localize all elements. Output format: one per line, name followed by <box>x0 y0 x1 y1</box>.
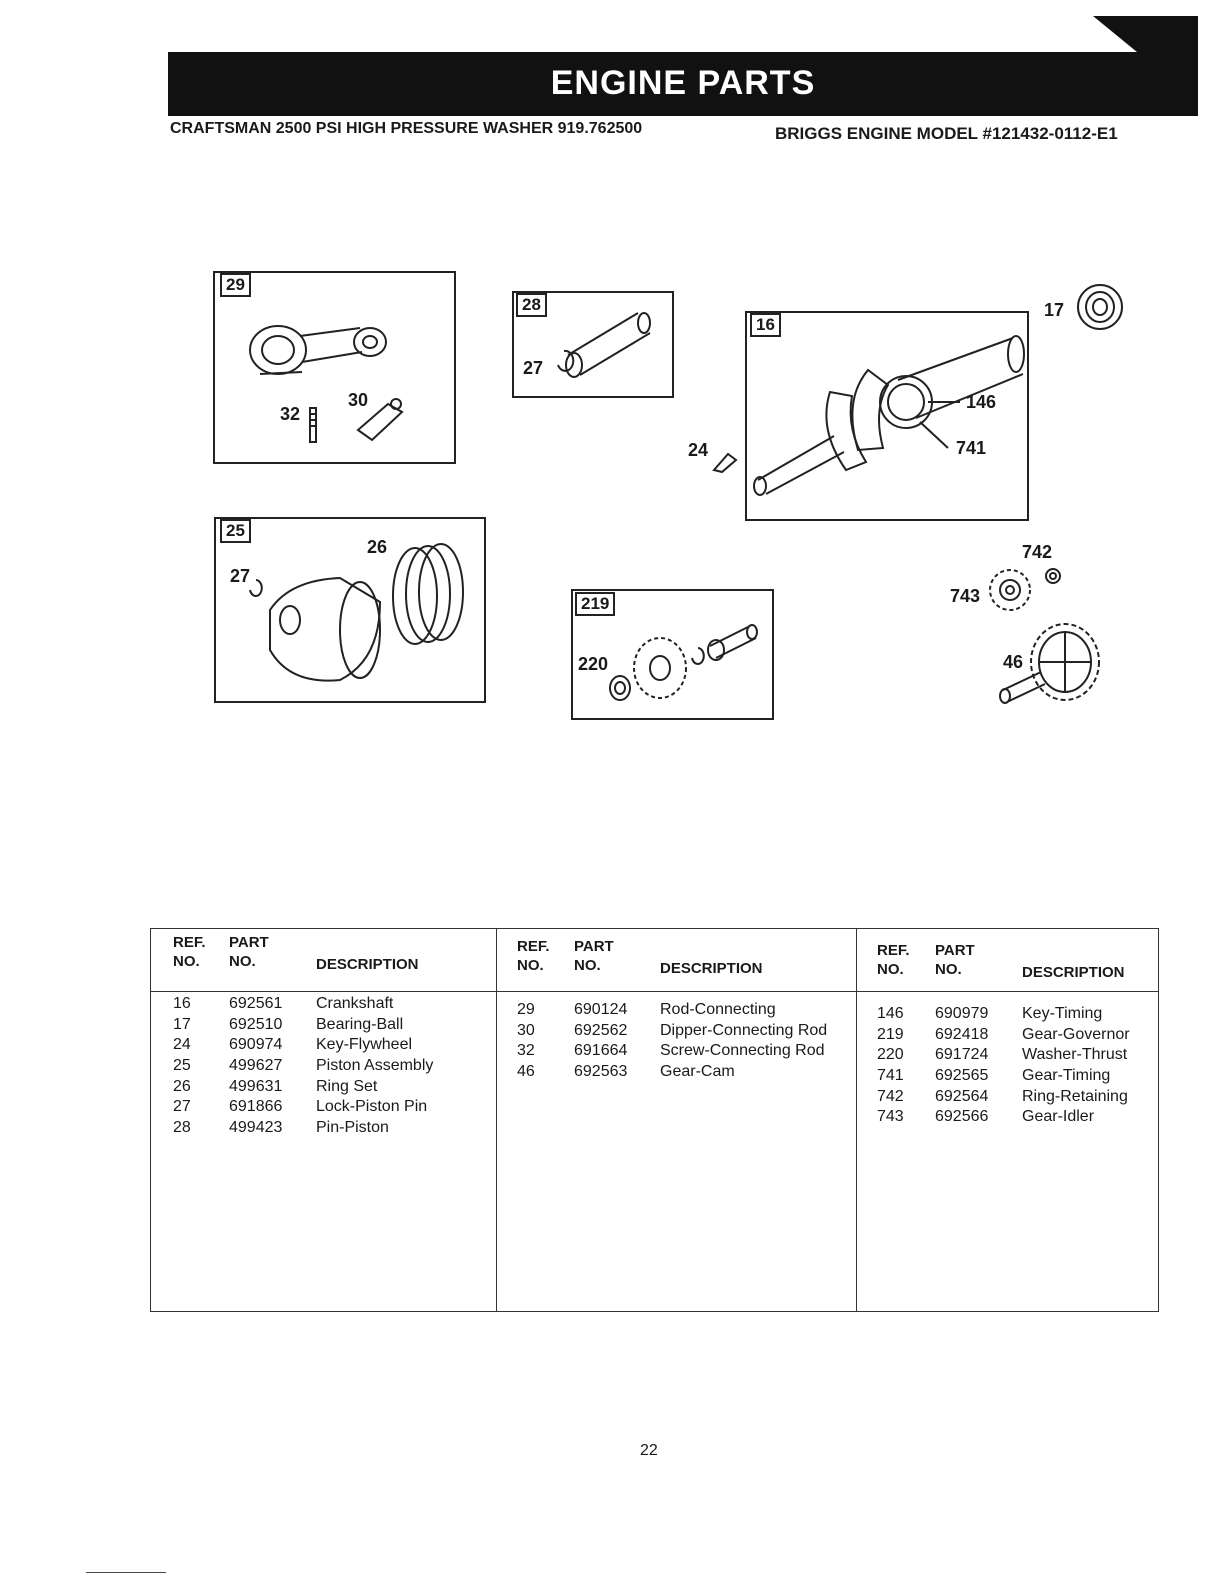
callout-741: 741 <box>956 438 987 458</box>
callout-46: 46 <box>1003 652 1024 672</box>
header-part-no: NO. <box>574 957 601 974</box>
box-crankshaft <box>745 311 1029 521</box>
page-title: ENGINE PARTS <box>550 64 816 102</box>
tag-25: 25 <box>220 519 251 543</box>
callout-17: 17 <box>1044 300 1065 320</box>
header-description: DESCRIPTION <box>1022 964 1125 981</box>
tag-28: 28 <box>516 293 547 317</box>
callout-743: 743 <box>950 586 981 606</box>
header-description: DESCRIPTION <box>660 960 763 977</box>
table-header: REF. NO. PART NO. DESCRIPTION <box>857 929 1158 992</box>
header-ref-no: NO. <box>173 953 200 970</box>
box-governor-gear <box>571 589 774 720</box>
cam-gear-drawing <box>999 623 1100 704</box>
crankshaft-drawing <box>753 335 1025 496</box>
header-description: DESCRIPTION <box>316 956 419 973</box>
header-part: PART <box>574 938 614 955</box>
callout-27-pin: 27 <box>523 358 544 378</box>
header-ref-no: NO. <box>517 957 544 974</box>
piston-drawing <box>249 543 464 682</box>
tag-29: 29 <box>220 273 251 297</box>
table-header: REF. NO. PART NO. DESCRIPTION <box>497 929 856 992</box>
corner-tab-mark <box>1093 16 1198 102</box>
callout-220: 220 <box>578 654 609 674</box>
tag-16: 16 <box>750 313 781 337</box>
header-ref: REF. <box>517 938 550 955</box>
header-part-no: NO. <box>229 953 256 970</box>
callout-146: 146 <box>966 392 997 412</box>
callout-26: 26 <box>367 537 388 557</box>
product-model-line: CRAFTSMAN 2500 PSI HIGH PRESSURE WASHER … <box>170 120 643 137</box>
ball-bearing-drawing <box>1077 284 1123 330</box>
idler-gear-drawing <box>989 568 1061 611</box>
box-piston-pin <box>512 291 674 398</box>
title-banner: ENGINE PARTS <box>168 52 1198 116</box>
box-piston-assembly <box>214 517 486 703</box>
page-number: 22 <box>640 1442 658 1459</box>
header-part: PART <box>935 942 975 959</box>
header-part-no: NO. <box>935 961 962 978</box>
piston-pin-drawing <box>557 312 651 378</box>
flywheel-key-drawing <box>712 452 738 474</box>
table-header: REF. NO. PART NO. DESCRIPTION <box>151 929 496 992</box>
footer-rule <box>86 1572 166 1573</box>
tag-219: 219 <box>575 592 616 616</box>
header-ref: REF. <box>877 942 910 959</box>
callout-742: 742 <box>1022 542 1053 562</box>
header-ref: REF. <box>173 934 206 951</box>
callout-27-piston: 27 <box>230 566 251 586</box>
header-part: PART <box>229 934 269 951</box>
callout-32: 32 <box>280 404 301 424</box>
callout-24: 24 <box>688 440 709 460</box>
callout-30: 30 <box>348 390 369 410</box>
engine-model-line: BRIGGS ENGINE MODEL #121432-0112-E1 <box>775 124 1118 143</box>
connecting-rod-drawing <box>249 325 404 443</box>
governor-gear-drawing <box>609 624 758 701</box>
header-ref-no: NO. <box>877 961 904 978</box>
box-connecting-rod <box>213 271 456 464</box>
